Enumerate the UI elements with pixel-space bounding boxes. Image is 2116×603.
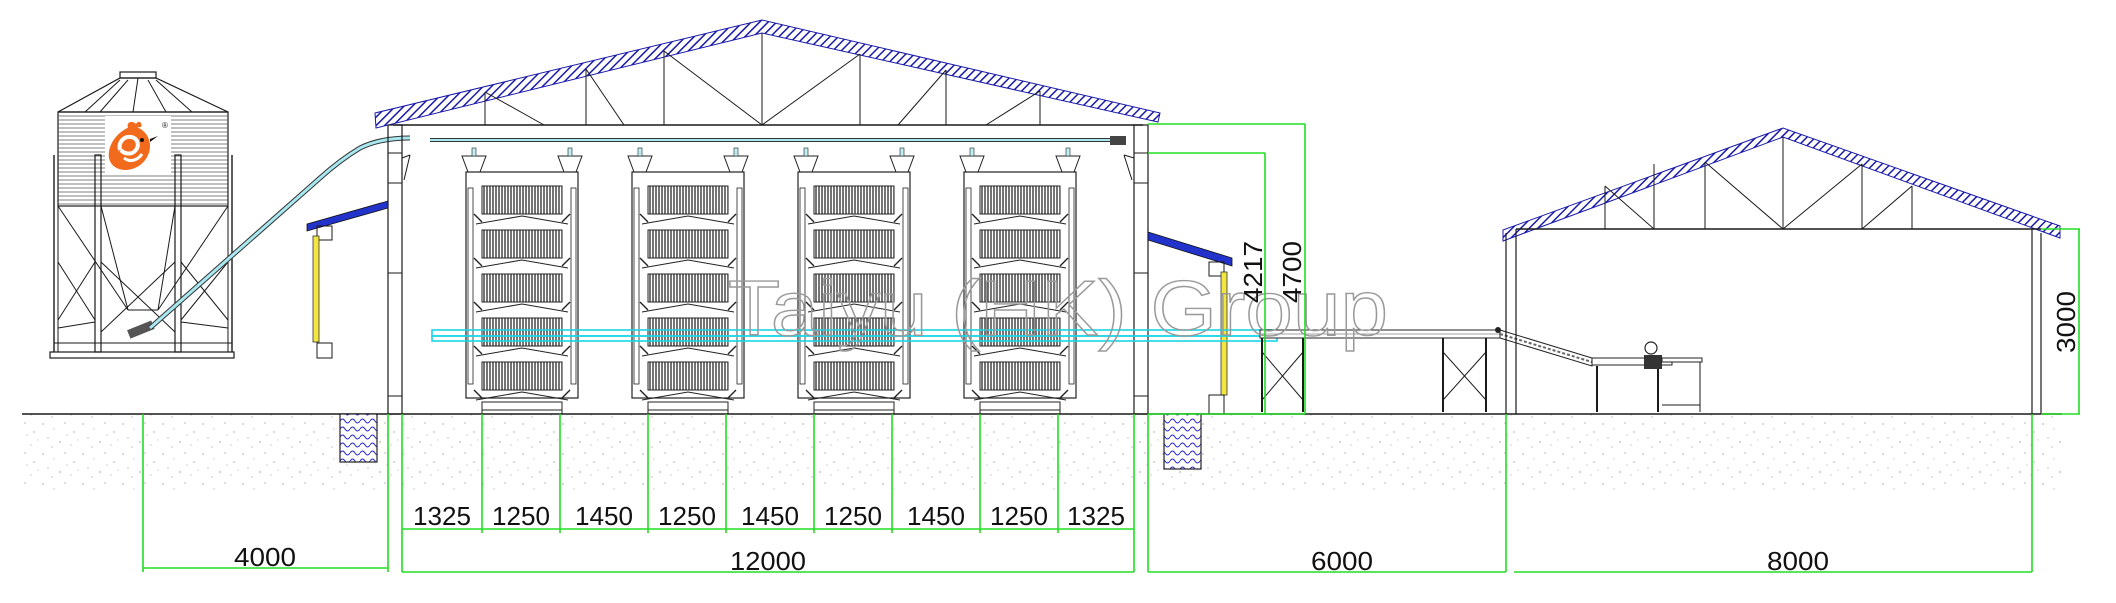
dim-silo-offset: 4000 xyxy=(234,542,296,572)
cage-row-1 xyxy=(461,147,583,415)
dim-bay-6: 1250 xyxy=(824,501,882,531)
watermark-text: Taiyu (HK) Group xyxy=(728,264,1388,352)
egg-room-roof xyxy=(1502,127,2061,242)
dim-bay-3: 1450 xyxy=(575,501,633,531)
dim-inner-height: 4217 xyxy=(1238,241,1268,303)
dim-bay-8: 1250 xyxy=(990,501,1048,531)
dimension-labels: 1325 1250 1450 1250 1450 1250 1450 1250 … xyxy=(234,241,2081,576)
dim-egg-room-height: 3000 xyxy=(2051,291,2081,353)
dim-bay-2: 1250 xyxy=(492,501,550,531)
left-awning xyxy=(306,200,389,232)
pit-left xyxy=(339,413,378,463)
dim-bay-4: 1250 xyxy=(658,501,716,531)
dim-bay-7: 1450 xyxy=(907,501,965,531)
egg-room xyxy=(1502,127,2061,414)
right-awning xyxy=(1147,231,1233,267)
dimension-lines xyxy=(142,123,2080,573)
dim-bay-1: 1325 xyxy=(413,501,471,531)
dim-conveyor-span: 6000 xyxy=(1311,546,1373,576)
dim-egg-room-width: 8000 xyxy=(1767,546,1829,576)
dim-eave-height: 4700 xyxy=(1277,241,1307,303)
pit-right xyxy=(1163,413,1202,470)
feed-silo: ® xyxy=(49,71,235,359)
feed-auger xyxy=(148,135,411,330)
ground xyxy=(22,413,2062,490)
main-roof xyxy=(374,19,1161,129)
dim-bay-5: 1450 xyxy=(741,501,799,531)
dim-bay-9: 1325 xyxy=(1067,501,1125,531)
egg-conveyor xyxy=(1259,327,1703,412)
chicken-e-logo: ® xyxy=(105,116,171,174)
left-curtain xyxy=(312,235,320,343)
registered-mark: ® xyxy=(162,121,168,130)
dim-house-width: 12000 xyxy=(730,546,806,576)
main-house xyxy=(306,19,1233,415)
